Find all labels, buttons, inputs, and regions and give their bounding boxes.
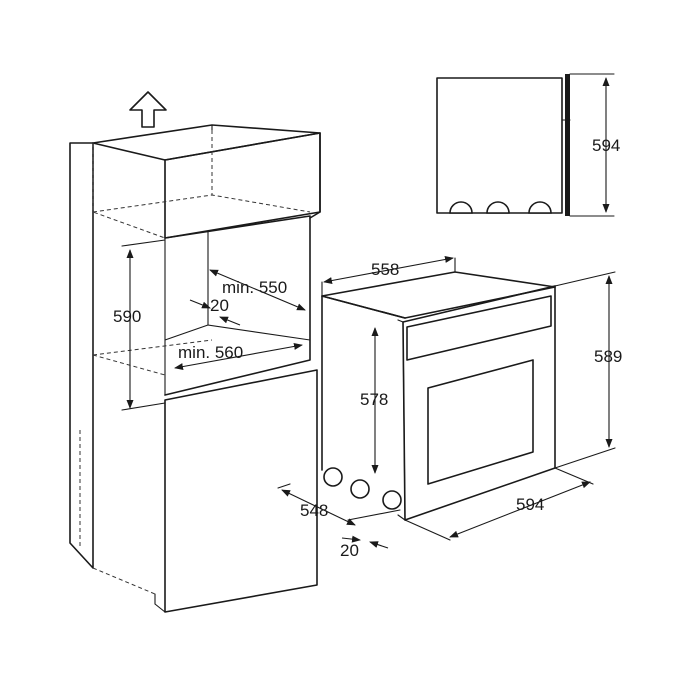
niche-width-label: min. 560 [178,343,243,362]
oven-depth-bottom-label: 548 [300,501,328,520]
front-offset-label: 20 [340,541,359,560]
niche-height-label: 590 [113,307,141,326]
niche-height-dimension: 590 [113,239,166,411]
oven-width-label: 594 [516,495,544,514]
niche-depth-dimension: min. 550 [209,269,306,311]
oven-body-height-label: 578 [360,390,388,409]
oven-depth-bottom-dimension: 548 [277,483,401,526]
niche-width-dimension: min. 560 [174,342,303,371]
cabinet [69,124,321,613]
oven-height-front-label: 589 [594,347,622,366]
front-offset-dimension: 20 [340,535,389,560]
oven-depth-top-dimension: 558 [321,256,456,297]
niche-gap-dimension: 20 [189,296,241,326]
oven-body-height-dimension: 578 [360,327,388,474]
niche-gap-label: 20 [210,296,229,315]
oven-side-view: 594 [436,73,620,217]
oven-perspective [321,271,556,522]
side-height-label: 594 [592,136,620,155]
niche-depth-label: min. 550 [222,278,287,297]
oven-height-front-dimension: 589 [554,271,622,469]
up-arrow-icon [129,91,167,128]
oven-depth-top-label: 558 [371,260,399,279]
oven-width-dimension: 594 [404,467,594,541]
